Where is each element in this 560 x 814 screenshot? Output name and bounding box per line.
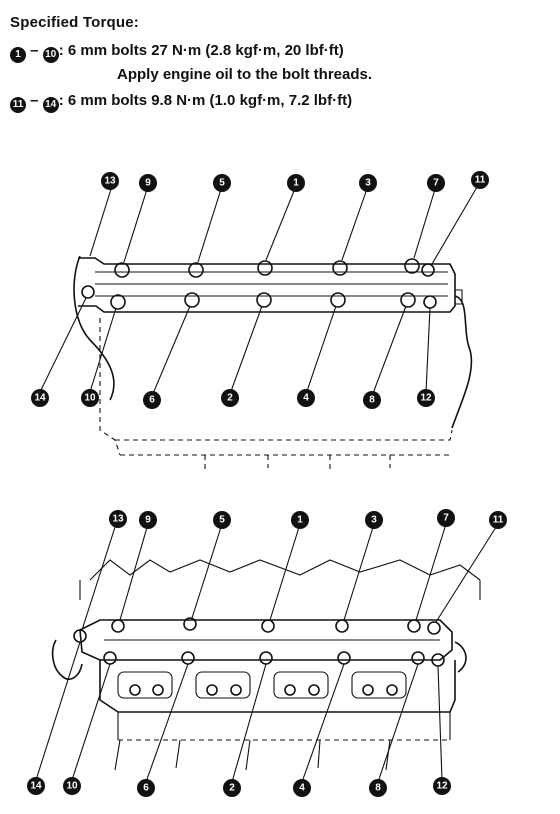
svg-text:2: 2	[227, 393, 233, 404]
callout-6: 6	[143, 391, 161, 409]
callout-2: 2	[221, 389, 239, 407]
svg-text:3: 3	[365, 178, 371, 189]
svg-text:13: 13	[104, 176, 116, 187]
svg-text:12: 12	[436, 781, 448, 792]
callout-13: 13	[101, 172, 119, 190]
callout-13: 13	[109, 510, 127, 528]
svg-text:4: 4	[299, 783, 305, 794]
top-callouts-lower: 14 10 6 2 4 8 12	[31, 389, 435, 409]
callout-5: 5	[213, 174, 231, 192]
spec-heading: Specified Torque:	[10, 14, 139, 31]
top-bolt-heads	[81, 258, 437, 310]
bottom-cam-lobes	[117, 671, 407, 699]
svg-text:3: 3	[371, 515, 377, 526]
svg-text:1: 1	[293, 178, 299, 189]
callout-8: 8	[369, 779, 387, 797]
spec-note: Apply engine oil to the bolt threads.	[117, 66, 373, 83]
callout-12: 12	[417, 389, 435, 407]
svg-text:12: 12	[420, 393, 432, 404]
callout-badge-to: 14	[42, 97, 59, 113]
callout-1: 1	[291, 511, 309, 529]
callout-11: 11	[471, 171, 489, 189]
dash: –	[30, 42, 39, 59]
svg-text:6: 6	[149, 395, 155, 406]
svg-text:8: 8	[369, 395, 375, 406]
callout-badge-from: 1	[10, 47, 26, 63]
callout-9: 9	[139, 511, 157, 529]
callout-14: 14	[27, 777, 45, 795]
svg-text:2: 2	[229, 783, 235, 794]
svg-text:14: 14	[34, 393, 46, 404]
callout-11: 11	[489, 511, 507, 529]
bottom-bolt-heads	[73, 617, 445, 667]
callout-4: 4	[297, 389, 315, 407]
svg-text:5: 5	[219, 515, 225, 526]
spec-line-1-10: 1 – 10: 6 mm bolts 27 N·m (2.8 kgf·m, 20…	[10, 42, 344, 63]
svg-text:7: 7	[443, 513, 449, 524]
callout-badge-to: 10	[42, 47, 59, 63]
svg-text:8: 8	[375, 783, 381, 794]
svg-text:4: 4	[303, 393, 309, 404]
callout-badge-from: 11	[10, 97, 26, 113]
callout-10: 10	[63, 777, 81, 795]
callout-4: 4	[293, 779, 311, 797]
svg-text:14: 14	[30, 781, 42, 792]
callout-5: 5	[213, 511, 231, 529]
callout-7: 7	[427, 174, 445, 192]
callout-14: 14	[31, 389, 49, 407]
svg-text:9: 9	[145, 515, 151, 526]
spec-text: : 6 mm bolts 9.8 N·m (1.0 kgf·m, 7.2 lbf…	[58, 92, 353, 109]
svg-text:11: 11	[475, 175, 486, 186]
dash: –	[30, 92, 39, 109]
svg-text:7: 7	[433, 178, 439, 189]
bottom-callouts-upper: 13 9 5 1 3 7 11	[109, 509, 507, 529]
svg-text:1: 1	[297, 515, 303, 526]
top-callouts-upper: 13 9 5 1 3 7 11	[101, 171, 489, 192]
callout-6: 6	[137, 779, 155, 797]
callout-10: 10	[81, 389, 99, 407]
callout-8: 8	[363, 391, 381, 409]
bottom-callouts-lower: 14 10 6 2 4 8 12	[27, 777, 451, 797]
svg-text:13: 13	[112, 514, 124, 525]
callout-9: 9	[139, 174, 157, 192]
callout-2: 2	[223, 779, 241, 797]
callout-12: 12	[433, 777, 451, 795]
svg-text:10: 10	[66, 781, 78, 792]
callout-7: 7	[437, 509, 455, 527]
spec-line-11-14: 11 – 14: 6 mm bolts 9.8 N·m (1.0 kgf·m, …	[10, 92, 352, 113]
top-engine-outline	[39, 181, 481, 470]
svg-text:5: 5	[219, 178, 225, 189]
svg-text:6: 6	[143, 783, 149, 794]
spec-text: : 6 mm bolts 27 N·m (2.8 kgf·m, 20 lbf·f…	[58, 42, 344, 59]
svg-text:11: 11	[493, 515, 504, 526]
callout-3: 3	[359, 174, 377, 192]
callout-3: 3	[365, 511, 383, 529]
callout-1: 1	[287, 174, 305, 192]
bottom-engine-outline	[35, 523, 499, 783]
svg-text:10: 10	[84, 393, 96, 404]
svg-text:9: 9	[145, 178, 151, 189]
